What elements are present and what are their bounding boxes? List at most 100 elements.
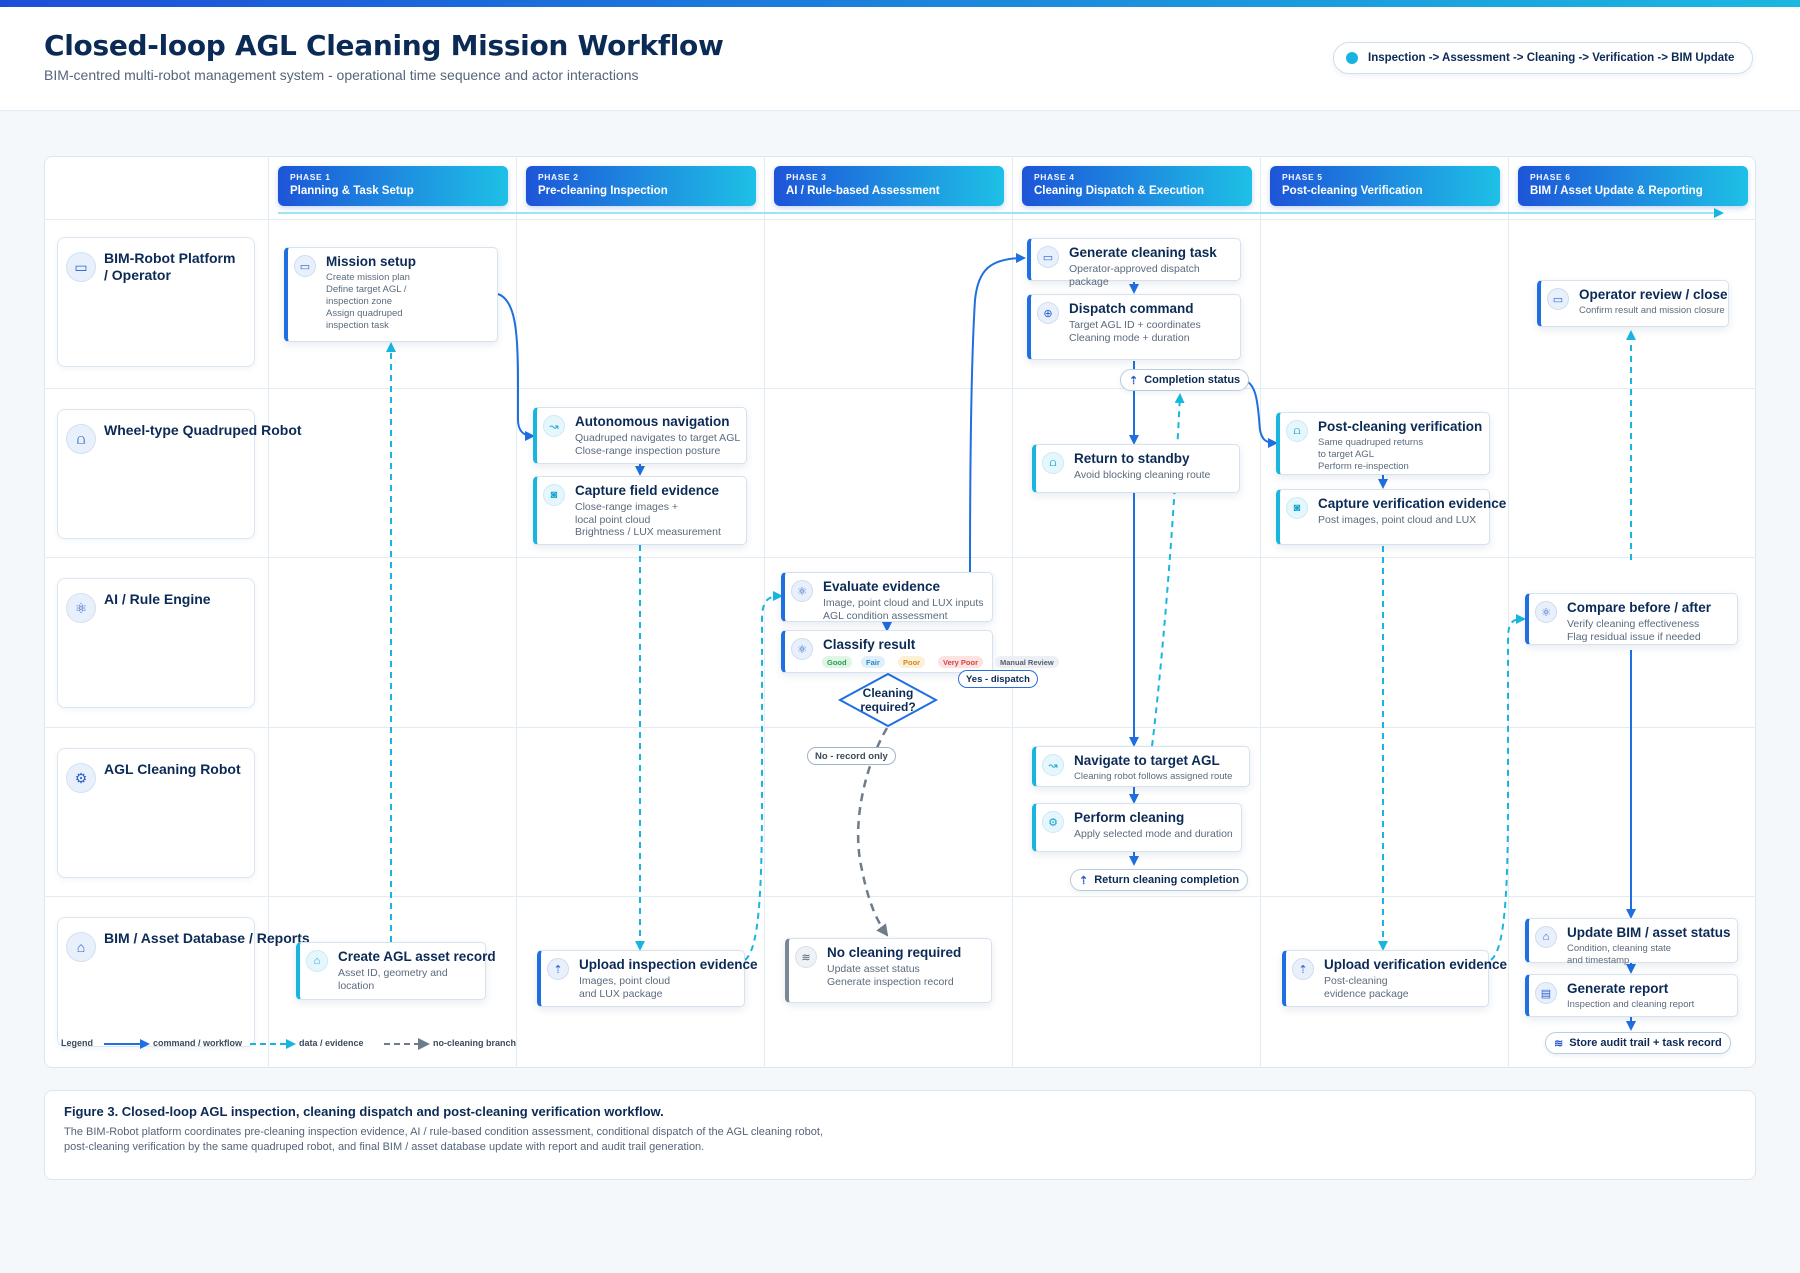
- ai-network-icon: ⚛: [791, 580, 813, 602]
- node-capture-verification-evidence[interactable]: ◙ Capture verification evidence Post ima…: [1276, 489, 1506, 545]
- node-update-bim[interactable]: ⌂ Update BIM / asset status Condition, c…: [1525, 918, 1738, 966]
- lane-ai-rule-engine: ⚛ AI / Rule Engine: [57, 578, 255, 708]
- grid-divider: [44, 896, 1756, 897]
- node-upload-inspection-evidence[interactable]: ⇡ Upload inspection evidence Images, poi…: [537, 950, 758, 1007]
- grid-divider: [44, 727, 1756, 728]
- building-database-icon: ⌂: [66, 932, 96, 962]
- upload-icon: ⇡: [547, 958, 569, 980]
- node-create-asset-record[interactable]: ⌂ Create AGL asset record Asset ID, geom…: [296, 942, 496, 1000]
- node-navigate-to-target[interactable]: ↝ Navigate to target AGL Cleaning robot …: [1032, 746, 1250, 787]
- node-mission-setup[interactable]: ▭ Mission setup Create mission plan Defi…: [284, 247, 498, 342]
- node-evaluate-evidence[interactable]: ⚛ Evaluate evidence Image, point cloud a…: [781, 572, 993, 622]
- flow-summary-text: Inspection -> Assessment -> Cleaning -> …: [1368, 52, 1735, 64]
- lane-label: Wheel-type Quadruped Robot: [104, 422, 302, 438]
- node-capture-field-evidence[interactable]: ◙ Capture field evidence Close-range ima…: [533, 476, 747, 545]
- building-database-icon: ⌂: [306, 950, 328, 972]
- upload-icon: ⇡: [1129, 374, 1139, 387]
- quadruped-robot-icon: ⩍: [66, 424, 96, 454]
- page-subtitle: BIM-centred multi-robot management syste…: [44, 67, 639, 83]
- ai-network-icon: ⚛: [791, 638, 813, 660]
- flow-summary-pill: Inspection -> Assessment -> Cleaning -> …: [1333, 42, 1753, 74]
- page-header: Closed-loop AGL Cleaning Mission Workflo…: [0, 7, 1800, 111]
- node-generate-cleaning-task[interactable]: ▭ Generate cleaning task Operator-approv…: [1027, 238, 1241, 288]
- grid-divider: [516, 156, 517, 1068]
- node-generate-report[interactable]: ▤ Generate report Inspection and cleanin…: [1525, 974, 1738, 1017]
- completion-status-tag: ⇡Completion status: [1120, 369, 1250, 391]
- document-icon: ▤: [1535, 982, 1557, 1004]
- monitor-icon: ▭: [294, 255, 316, 277]
- database-icon: ≋: [795, 946, 817, 968]
- monitor-icon: ▭: [1547, 288, 1569, 310]
- ai-network-icon: ⚛: [66, 593, 96, 623]
- decision-line-2: required?: [860, 700, 915, 714]
- legend-data-label: data / evidence: [299, 1038, 364, 1048]
- store-audit-trail-tag: ≋Store audit trail + task record: [1545, 1032, 1731, 1054]
- node-no-cleaning-required[interactable]: ≋ No cleaning required Update asset stat…: [785, 938, 992, 1003]
- caption-title: Figure 3. Closed-loop AGL inspection, cl…: [64, 1104, 664, 1119]
- yes-dispatch-tag: Yes - dispatch: [958, 670, 1038, 688]
- cleaning-robot-icon: ⚙: [1042, 811, 1064, 833]
- caption-text: The BIM-Robot platform coordinates pre-c…: [64, 1126, 824, 1153]
- data-arrow: [1490, 614, 1526, 961]
- no-record-only-tag: No - record only: [807, 747, 896, 765]
- lane-label: BIM / Asset Database / Reports: [104, 930, 310, 946]
- grid-divider: [1260, 156, 1261, 1068]
- node-upload-verification-evidence[interactable]: ⇡ Upload verification evidence Post-clea…: [1282, 950, 1507, 1007]
- ai-network-icon: ⚛: [1535, 601, 1557, 623]
- database-icon: ≋: [1554, 1037, 1564, 1050]
- chip-fair: Fair: [861, 656, 885, 668]
- lane-label: BIM-Robot Platform / Operator: [104, 250, 236, 283]
- monitor-icon: ▭: [66, 252, 96, 282]
- quadruped-robot-icon: ⩍: [1042, 452, 1064, 474]
- camera-icon: ◙: [543, 484, 565, 506]
- chip-good: Good: [822, 656, 852, 668]
- lane-agl-cleaning-robot: ⚙ AGL Cleaning Robot: [57, 748, 255, 878]
- node-operator-review[interactable]: ▭ Operator review / close Confirm result…: [1537, 280, 1729, 327]
- building-database-icon: ⌂: [1535, 926, 1557, 948]
- chip-manual-review: Manual Review: [995, 656, 1059, 668]
- grid-divider: [44, 557, 1756, 558]
- grid-divider: [268, 156, 269, 1068]
- legend-title: Legend: [61, 1038, 94, 1048]
- data-arrow: [744, 591, 783, 961]
- node-compare-before-after[interactable]: ⚛ Compare before / after Verify cleaning…: [1525, 593, 1738, 645]
- grid-divider: [1508, 156, 1509, 1068]
- command-arrow: [969, 253, 1026, 576]
- cleaning-robot-icon: ⚙: [66, 763, 96, 793]
- lane-label: AI / Rule Engine: [104, 591, 211, 607]
- quadruped-robot-icon: ⩍: [1286, 420, 1308, 442]
- node-return-to-standby[interactable]: ⩍ Return to standby Avoid blocking clean…: [1032, 444, 1240, 493]
- chip-very-poor: Very Poor: [938, 656, 984, 668]
- node-autonomous-navigation[interactable]: ↝ Autonomous navigation Quadruped naviga…: [533, 407, 747, 464]
- node-perform-cleaning[interactable]: ⚙ Perform cleaning Apply selected mode a…: [1032, 803, 1242, 852]
- legend-command-label: command / workflow: [153, 1038, 243, 1048]
- grid-divider: [44, 219, 1756, 220]
- pill-dot-icon: [1346, 52, 1358, 64]
- return-cleaning-completion-tag: ⇡Return cleaning completion: [1070, 869, 1249, 891]
- node-dispatch-command[interactable]: ⊕ Dispatch command Target AGL ID + coord…: [1027, 294, 1241, 360]
- figure-caption: Figure 3. Closed-loop AGL inspection, cl…: [44, 1090, 1756, 1180]
- grid-divider: [1012, 156, 1013, 1068]
- lane-bim-database: ⌂ BIM / Asset Database / Reports: [57, 917, 310, 1047]
- monitor-icon: ▭: [1037, 246, 1059, 268]
- chip-poor: Poor: [898, 656, 926, 668]
- target-icon: ⊕: [1037, 302, 1059, 324]
- route-icon: ↝: [1042, 754, 1064, 776]
- lane-quadruped-robot: ⩍ Wheel-type Quadruped Robot: [57, 409, 302, 539]
- node-post-cleaning-verification[interactable]: ⩍ Post-cleaning verification Same quadru…: [1276, 412, 1490, 475]
- lane-platform-operator: ▭ BIM-Robot Platform / Operator: [57, 237, 255, 367]
- command-arrow: [1242, 379, 1278, 448]
- route-icon: ↝: [543, 415, 565, 437]
- page-title: Closed-loop AGL Cleaning Mission Workflo…: [44, 29, 724, 62]
- command-arrow: [497, 293, 535, 441]
- camera-icon: ◙: [1286, 497, 1308, 519]
- grid-divider: [764, 156, 765, 1068]
- legend-no-cleaning-label: no-cleaning branch: [433, 1038, 517, 1048]
- upload-icon: ⇡: [1292, 958, 1314, 980]
- top-accent-bar: [0, 0, 1800, 7]
